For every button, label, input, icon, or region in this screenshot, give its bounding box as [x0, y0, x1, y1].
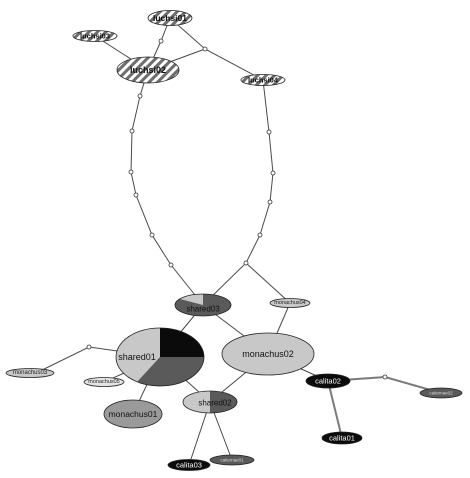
- edge-calita02-calita01: [327, 380, 343, 439]
- median-vertex: [129, 128, 135, 134]
- node-monachus05-label: monachus05: [88, 379, 120, 385]
- median-vertex: [137, 93, 143, 99]
- node-luchsi03-label: luchsi03: [80, 32, 110, 41]
- node-shared02-label: shared02: [198, 399, 232, 408]
- node-luchsi02: luchsi02: [116, 56, 180, 84]
- node-calita02-label: calita02: [315, 377, 341, 386]
- median-vertex: [257, 232, 263, 238]
- node-luchsi03: luchsi03: [72, 30, 118, 42]
- median-vertex: [158, 38, 164, 44]
- node-caitemae01-label: caitemae01: [220, 458, 244, 463]
- edge-luchsi01-luchsi04: [169, 17, 264, 81]
- median-vertex: [168, 262, 174, 268]
- node-luchsi02-label: luchsi02: [130, 65, 166, 75]
- node-monachus04-label: monachus04: [274, 300, 306, 306]
- median-vertex: [243, 260, 249, 266]
- node-monachus02: monachus02: [221, 332, 315, 376]
- median-vertex: [133, 192, 139, 198]
- node-caitemae02: caitemae02: [419, 387, 463, 399]
- node-monachus05: monachus05: [83, 377, 125, 387]
- median-vertex: [86, 344, 92, 350]
- node-luchsi01: luchsi01: [147, 10, 193, 26]
- node-luchsi01-label: luchsi01: [153, 13, 187, 23]
- node-monachus03: monachus03: [5, 368, 55, 378]
- node-monachus01-label: monachus01: [109, 409, 158, 419]
- median-vertices: [86, 38, 388, 380]
- node-monachus02-label: monachus02: [242, 349, 294, 359]
- node-caitemae01: caitemae01: [209, 454, 255, 466]
- median-vertex: [149, 232, 155, 238]
- node-luchsi04: luchsi04: [240, 74, 286, 86]
- median-vertex: [202, 46, 208, 52]
- node-monachus04: monachus04: [269, 298, 311, 308]
- node-monachus03-label: monachus03: [13, 370, 48, 376]
- median-vertex: [382, 374, 388, 380]
- node-calita03: calita03: [167, 459, 211, 471]
- node-shared01-label: shared01: [118, 352, 156, 362]
- node-monachus01: monachus01: [103, 399, 163, 429]
- median-vertex: [128, 169, 134, 175]
- node-calita01-label: calita01: [329, 434, 355, 443]
- median-vertex: [267, 199, 273, 205]
- edges: [35, 17, 442, 466]
- node-calita02: calita02: [305, 373, 351, 389]
- node-shared02: shared02: [182, 390, 238, 414]
- median-vertex: [270, 170, 276, 176]
- node-caitemae02-label: caitemae02: [429, 391, 453, 396]
- node-luchsi04-label: luchsi04: [248, 76, 279, 85]
- edge-luchsi02-shared03: [130, 69, 204, 306]
- node-shared03-label: shared03: [186, 305, 220, 314]
- node-shared03: shared03: [174, 293, 232, 317]
- node-calita03-label: calita03: [176, 461, 202, 470]
- median-vertex: [266, 129, 272, 135]
- edge-luchsi04-shared03: [202, 79, 274, 306]
- node-calita01: calita01: [321, 431, 363, 445]
- edge-vertex-monachus04: [245, 262, 291, 304]
- node-shared01: shared01: [115, 327, 205, 387]
